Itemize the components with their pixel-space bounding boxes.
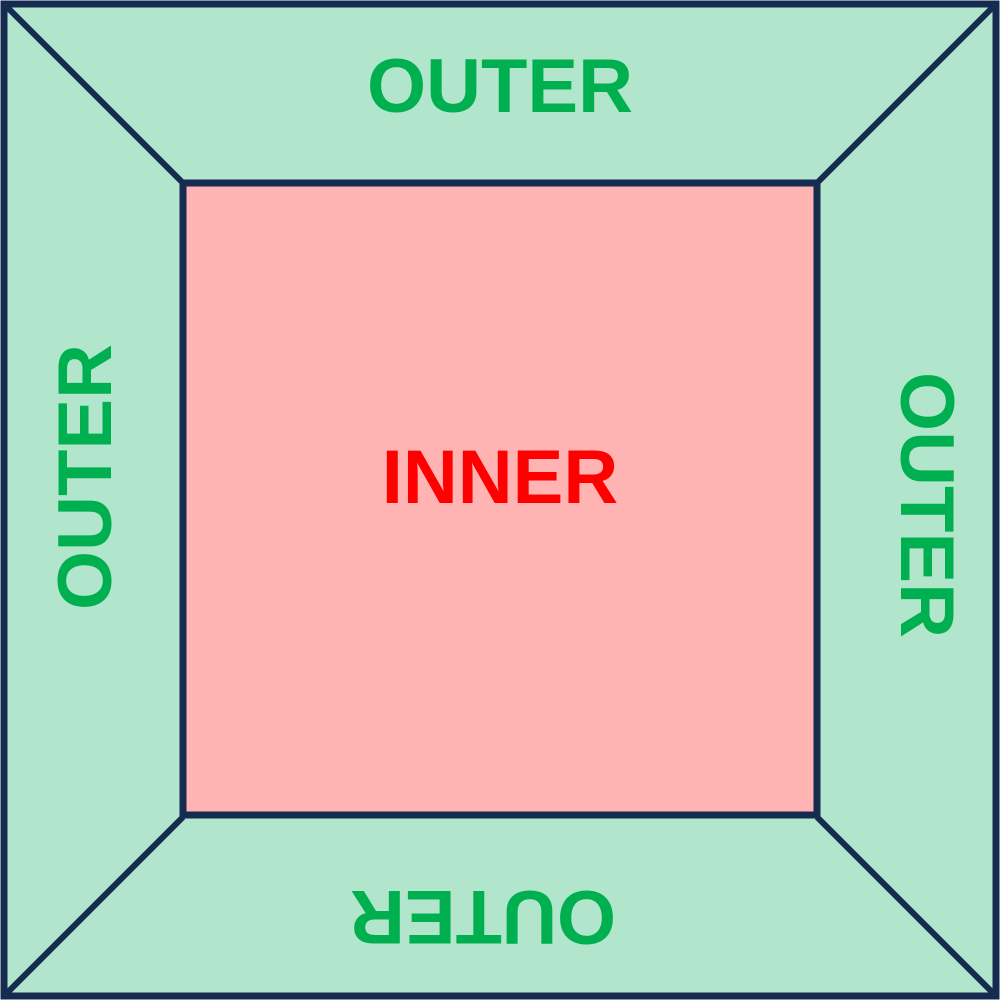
outer-label-bottom: OUTER xyxy=(350,874,616,959)
outer-label-top: OUTER xyxy=(367,44,633,129)
diagonal-bottom-right xyxy=(814,814,999,999)
diagonal-top-right xyxy=(814,1,999,186)
diagonal-bottom-left xyxy=(1,814,186,999)
outer-label-right: OUTER xyxy=(884,372,969,638)
outer-label-left: OUTER xyxy=(43,344,128,610)
inner-box xyxy=(179,179,821,819)
diagonal-top-left xyxy=(1,1,186,186)
inner-label: INNER xyxy=(382,435,618,520)
